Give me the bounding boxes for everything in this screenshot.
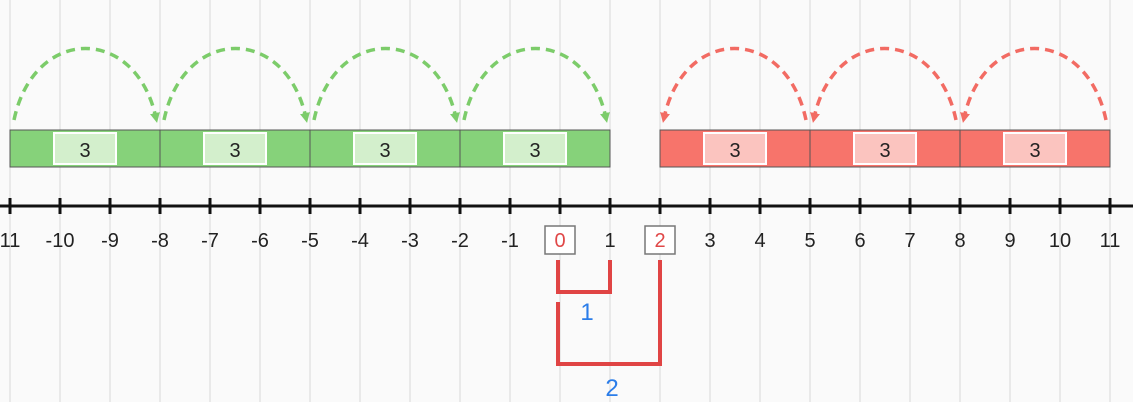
highlight-box — [644, 225, 676, 255]
distance-label: 1 — [580, 299, 593, 326]
green-jump-arrow — [462, 46, 610, 123]
tick-label: 6 — [854, 230, 865, 252]
green-segment-label-box — [53, 132, 117, 165]
red-segment-label: 3 — [879, 140, 890, 162]
tick-label: 5 — [804, 230, 815, 252]
tick-label: 9 — [1004, 230, 1015, 252]
red-segment-label-box — [1003, 132, 1067, 165]
tick-label: -3 — [401, 230, 419, 252]
green-segment-label: 3 — [529, 140, 540, 162]
tick-label: 1 — [604, 230, 615, 252]
tick-label: -6 — [251, 230, 269, 252]
red-jump-arrow — [810, 46, 958, 123]
tick-label: 3 — [704, 230, 715, 252]
tick-label: -7 — [201, 230, 219, 252]
red-jump-arrow — [960, 46, 1108, 123]
green-segment-label: 3 — [379, 140, 390, 162]
tick-label: 10 — [1049, 230, 1071, 252]
tick-label: 11 — [1100, 230, 1121, 252]
green-segment-label: 3 — [229, 140, 240, 162]
green-segment-label-box — [203, 132, 267, 165]
tick-label: 2 — [654, 230, 665, 252]
tick-label: -9 — [101, 230, 119, 252]
distance-bracket — [556, 260, 662, 366]
tick-label: -5 — [301, 230, 319, 252]
tick-label: 8 — [954, 230, 965, 252]
tick-label: -2 — [451, 230, 469, 252]
green-segment-label-box — [503, 132, 567, 165]
tick-label: 11 — [0, 230, 20, 252]
tick-label: -4 — [351, 230, 369, 252]
red-segment-label-box — [853, 132, 917, 165]
distance-bracket — [556, 260, 612, 294]
tick-label: 7 — [904, 230, 915, 252]
red-jump-arrow — [660, 46, 808, 123]
green-jump-arrow — [12, 46, 160, 123]
tick-label: 0 — [554, 230, 565, 252]
tick-label: -1 — [501, 230, 519, 252]
red-segment-label: 3 — [729, 140, 740, 162]
red-segment-label: 3 — [1029, 140, 1040, 162]
tick-label: -8 — [151, 230, 169, 252]
distance-label: 2 — [605, 375, 618, 402]
green-segment-label: 3 — [79, 140, 90, 162]
highlight-box — [544, 225, 576, 255]
red-segment-label-box — [703, 132, 767, 165]
tick-label: 4 — [754, 230, 765, 252]
tick-label: -10 — [46, 230, 75, 252]
green-jump-arrow — [162, 46, 310, 123]
green-jump-arrow — [312, 46, 460, 123]
green-segment-label-box — [353, 132, 417, 165]
